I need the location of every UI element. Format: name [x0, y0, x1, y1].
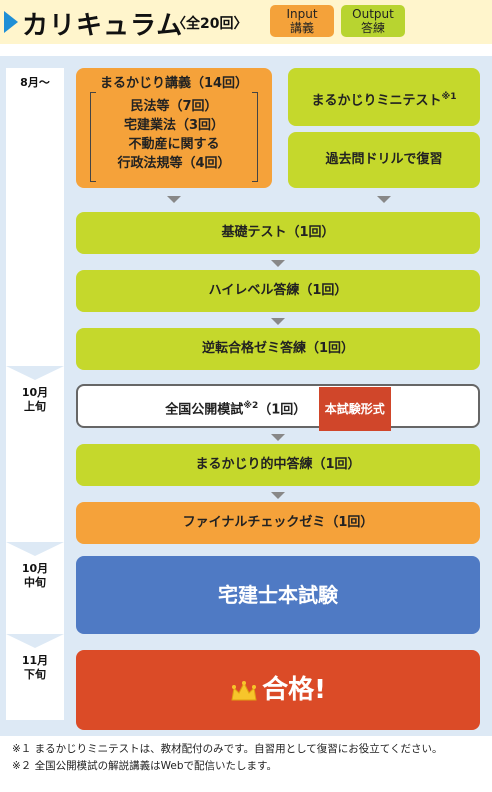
down-arrow-icon [167, 196, 181, 203]
mock-label: 全国公開模試 [165, 402, 244, 418]
lecture-box: まるかじり講義（14回） 民法等（7回） 宅建業法（3回） 不動産に関する 行政… [76, 68, 272, 188]
down-arrow-icon [271, 492, 285, 499]
footnote-1: ※１ まるかじりミニテストは、教材配付のみです。自習用として復習にお役立てくださ… [12, 743, 443, 755]
exam-box: 宅建士本試験 [76, 556, 480, 634]
exam-format-badge: 本試験形式 [318, 387, 391, 432]
time-label-line: 10月 [21, 562, 49, 575]
reverse-box: 逆転合格ゼミ答練（1回） [76, 328, 480, 370]
play-triangle-icon [4, 11, 18, 33]
time-label-nov-late: 11月 下旬 [6, 654, 64, 682]
lecture-item: 宅建業法（3回） [123, 118, 225, 133]
pass-label: 合格! [262, 675, 326, 705]
page-title: カリキュラム [22, 11, 184, 41]
input-tag-ja: 講義 [289, 21, 314, 35]
output-tag: Output 答練 [341, 5, 405, 37]
footnote-2: ※２ 全国公開模試の解説講義はWebで配信いたします。 [12, 760, 277, 772]
lecture-title: まるかじり講義（14回） [99, 76, 249, 91]
mock-count: （1回） [258, 402, 307, 418]
down-arrow-icon [271, 318, 285, 325]
pass-box: 合格! [76, 650, 480, 730]
mini-test-label: まるかじりミニテスト [311, 93, 442, 109]
time-label-line: 上旬 [24, 400, 46, 413]
down-arrow-icon [271, 260, 285, 267]
down-arrow-icon [271, 434, 285, 441]
lecture-item: 民法等（7回） [130, 99, 218, 114]
timeline-notch [6, 366, 64, 380]
footnote-mark: ※1 [441, 92, 457, 102]
crown-icon [231, 680, 257, 700]
bracket-left [90, 92, 96, 182]
down-arrow-icon [377, 196, 391, 203]
drill-box: 過去問ドリルで復習 [288, 132, 480, 188]
mini-test-box: まるかじりミニテスト※1 [288, 68, 480, 126]
header-bar: カリキュラム 〈全20回〉 Input 講義 Output 答練 [0, 0, 492, 44]
time-label-oct-mid: 10月 中旬 [6, 562, 64, 590]
timeline-bar [6, 68, 64, 720]
time-label-aug: 8月〜 [20, 76, 50, 89]
time-label-line: 10月 [21, 386, 49, 399]
basic-test-box: 基礎テスト（1回） [76, 212, 480, 254]
lecture-item: 不動産に関する [128, 137, 220, 152]
curriculum-panel: 8月〜 10月 上旬 10月 中旬 11月 下旬 まるかじり講義（14回） 民法… [0, 56, 492, 736]
prediction-box: まるかじり的中答練（1回） [76, 444, 480, 486]
footnote-mark: ※2 [243, 401, 259, 411]
output-tag-en: Output [352, 7, 394, 21]
mock-exam-box: 全国公開模試※2（1回） 本試験形式 [76, 384, 480, 432]
time-label-line: 下旬 [24, 668, 46, 681]
input-tag-en: Input [286, 7, 318, 21]
final-check-box: ファイナルチェックゼミ（1回） [76, 502, 480, 544]
page-subtitle: 〈全20回〉 [172, 16, 248, 32]
timeline-notch [6, 542, 64, 556]
time-label-line: 中旬 [24, 576, 46, 589]
bracket-right [252, 92, 258, 182]
output-tag-ja: 答練 [360, 21, 385, 35]
time-label-oct-early: 10月 上旬 [6, 386, 64, 414]
input-tag: Input 講義 [270, 5, 334, 37]
time-label-line: 11月 [21, 654, 49, 667]
lecture-item: 行政法規等（4回） [117, 156, 231, 171]
high-level-box: ハイレベル答練（1回） [76, 270, 480, 312]
timeline-notch [6, 634, 64, 648]
